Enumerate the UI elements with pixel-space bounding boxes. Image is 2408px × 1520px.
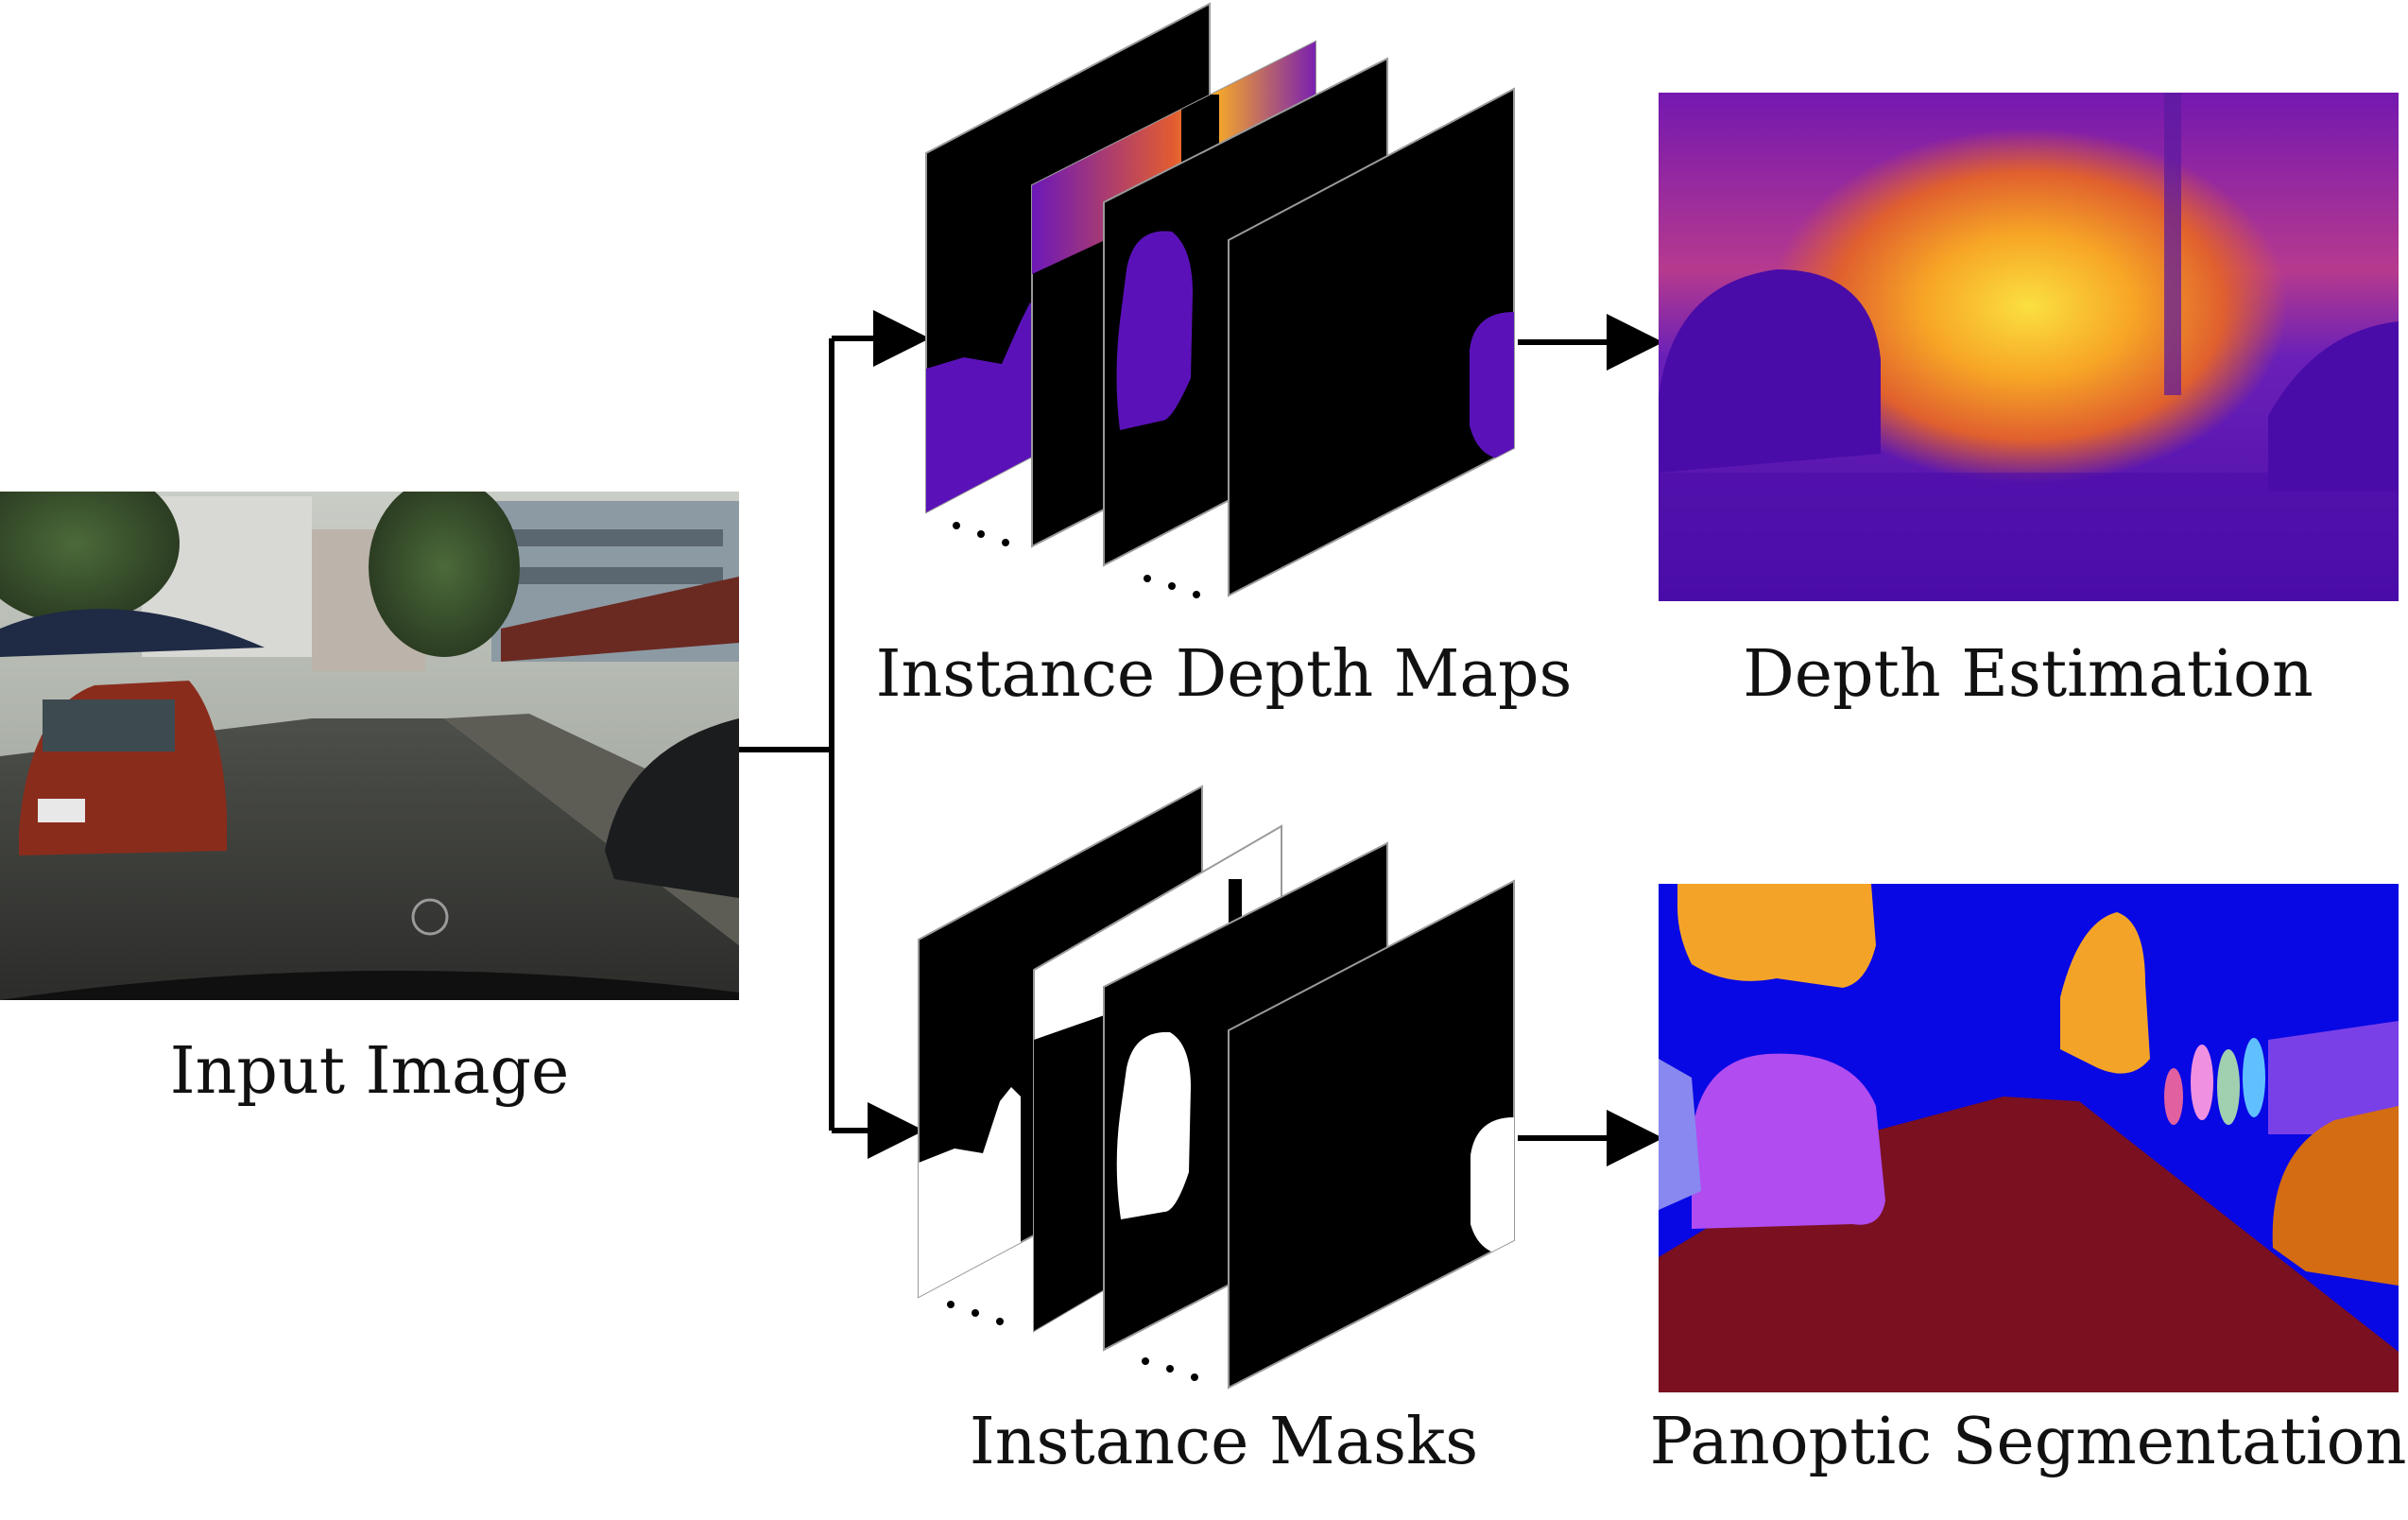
caption-input-image: Input Image <box>169 1034 570 1109</box>
caption-instance-depth-maps: Instance Depth Maps <box>875 637 1573 712</box>
caption-panoptic-segmentation: Panoptic Segmentation <box>1649 1405 2407 1479</box>
mask-plane-4 <box>1228 879 1515 1390</box>
caption-depth-estimation: Depth Estimation <box>1743 637 2313 712</box>
depth-ellipsis-dots <box>953 522 1200 598</box>
caption-instance-masks: Instance Masks <box>969 1405 1479 1479</box>
input-image <box>0 492 739 1000</box>
panoptic-segmentation-image <box>1659 884 2399 1392</box>
depth-plane-4 <box>1228 87 1515 597</box>
arrows <box>739 310 1663 1166</box>
instance-depth-maps-stack <box>925 2 1515 598</box>
depth-estimation-image <box>1659 93 2399 601</box>
instance-masks-stack <box>918 785 1515 1390</box>
mask-ellipsis-dots <box>947 1301 1198 1381</box>
